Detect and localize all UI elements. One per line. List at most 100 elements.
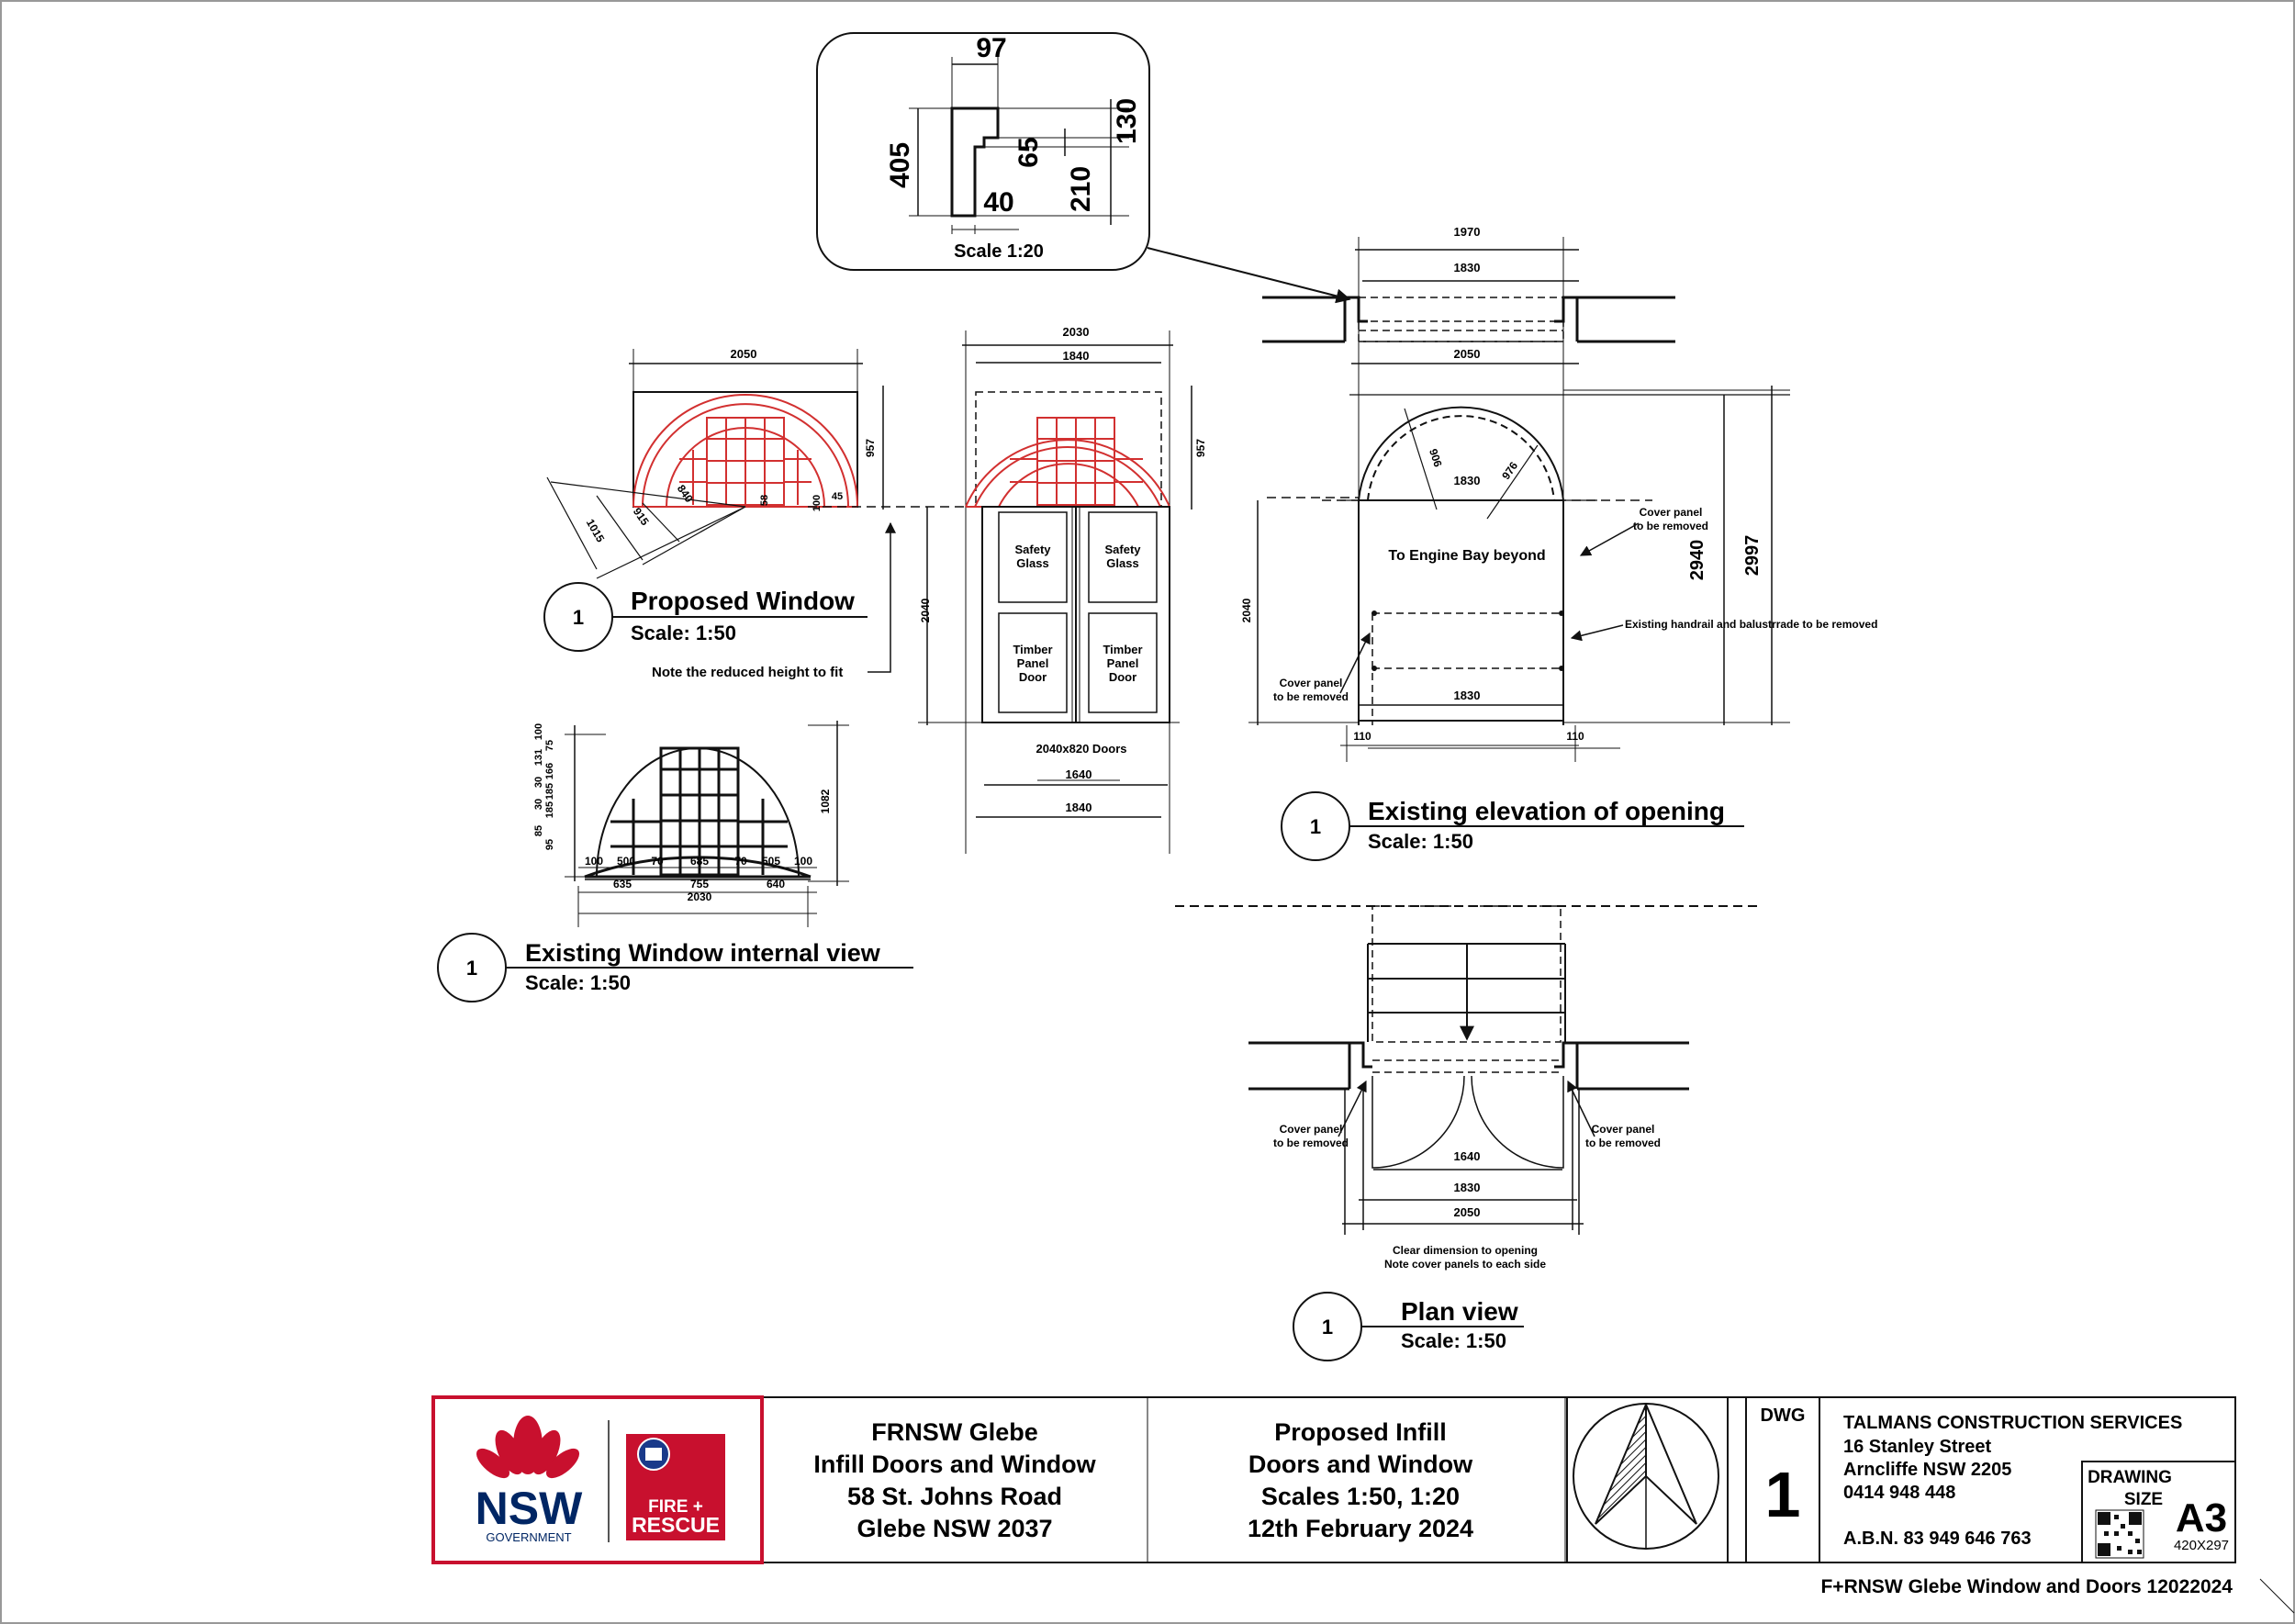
sheet-size: A3 bbox=[2176, 1495, 2227, 1540]
detail-scale: Scale 1:20 bbox=[954, 241, 1044, 262]
existing-left-dim-6: 185 bbox=[544, 801, 555, 818]
proposed-window-scale: Scale: 1:50 bbox=[631, 622, 736, 644]
elev-dim-2050: 2050 bbox=[1454, 347, 1481, 361]
existing-window-title: Existing Window internal view bbox=[525, 939, 881, 967]
proposed-window-drawing: 2050 957 1015 915 840 58 100 45 bbox=[543, 347, 973, 680]
existing-bottom-1-0: 100 bbox=[585, 855, 603, 868]
door-left-upper-label-2: Glass bbox=[1016, 556, 1048, 570]
detail-frame bbox=[816, 32, 1150, 271]
proposed-radius-1: 1015 bbox=[584, 517, 608, 544]
project-line-1: FRNSW Glebe bbox=[871, 1418, 1038, 1446]
plan-view-drawing: 1640 1830 2050 Cover panel to be removed… bbox=[1175, 905, 1763, 1361]
elev-dim-2040: 2040 bbox=[1240, 598, 1253, 622]
nsw-government-label: GOVERNMENT bbox=[486, 1530, 571, 1544]
existing-left-dim-5: 185 bbox=[544, 783, 555, 800]
project-line-3: 58 St. Johns Road bbox=[847, 1483, 1062, 1510]
door-size-label: 2040x820 Doors bbox=[1036, 742, 1126, 756]
sheet-dims: 420X297 bbox=[2174, 1538, 2229, 1553]
plan-cover-left-2: to be removed bbox=[1273, 1137, 1349, 1149]
plan-note-2: Note cover panels to each side bbox=[1384, 1258, 1546, 1271]
door-dim-bottom-2: 1840 bbox=[1066, 801, 1092, 814]
existing-window-drawing: 1082 100 131 75 166 185 185 30 30 95 85 … bbox=[437, 721, 913, 1002]
project-line-4: Glebe NSW 2037 bbox=[856, 1515, 1052, 1542]
proposed-small-dim-2: 100 bbox=[812, 495, 823, 511]
elev-handrail-note: Existing handrail and balustrrade to be … bbox=[1625, 618, 1877, 631]
existing-bottom-1-6: 100 bbox=[794, 855, 812, 868]
elev-dim-1830-low: 1830 bbox=[1454, 689, 1481, 702]
door-left-upper-label-1: Safety bbox=[1014, 543, 1051, 556]
company-abn: A.B.N. 83 949 646 763 bbox=[1843, 1529, 2032, 1549]
existing-left-dim-9: 95 bbox=[544, 839, 555, 850]
elev-dim-1830-mid: 1830 bbox=[1454, 474, 1481, 487]
dwg-label: DWG bbox=[1761, 1406, 1806, 1426]
existing-left-dim-2: 131 bbox=[533, 749, 544, 766]
drawing-line-3: Scales 1:50, 1:20 bbox=[1261, 1483, 1460, 1510]
existing-window-scale: Scale: 1:50 bbox=[525, 971, 631, 994]
proposed-ref-number: 1 bbox=[573, 606, 584, 629]
proposed-small-dim-1: 58 bbox=[759, 495, 770, 506]
elev-dim-2940: 2940 bbox=[1687, 540, 1707, 581]
existing-bottom-1-2: 70 bbox=[651, 855, 664, 868]
elev-cover-left-1: Cover panel bbox=[1280, 677, 1343, 689]
existing-bottom-1-4: 70 bbox=[734, 855, 747, 868]
elev-cover-right-1: Cover panel bbox=[1640, 506, 1703, 519]
elev-dim-2997: 2997 bbox=[1742, 535, 1763, 577]
detail-dim-top: 97 bbox=[976, 33, 1006, 63]
proposed-dim-height: 957 bbox=[864, 439, 877, 457]
existing-window-ref-number: 1 bbox=[466, 957, 477, 980]
elev-dim-1970: 1970 bbox=[1454, 225, 1481, 239]
qr-code-icon bbox=[2095, 1509, 2144, 1559]
existing-bottom-total: 2030 bbox=[688, 890, 712, 903]
detail-dim-bottom: 40 bbox=[983, 187, 1013, 218]
company-suburb: Arncliffe NSW 2205 bbox=[1843, 1460, 2011, 1480]
plan-cover-right-1: Cover panel bbox=[1592, 1123, 1655, 1136]
company-phone: 0414 948 448 bbox=[1843, 1483, 1955, 1503]
elevation-title: Existing elevation of opening bbox=[1368, 797, 1725, 825]
drawing-line-4: 12th February 2024 bbox=[1248, 1515, 1473, 1542]
plan-note-1: Clear dimension to opening bbox=[1393, 1244, 1538, 1257]
existing-bottom-2-0: 635 bbox=[613, 878, 632, 890]
project-line-2: Infill Doors and Window bbox=[813, 1450, 1096, 1478]
elev-dim-110-left: 110 bbox=[1353, 730, 1371, 743]
existing-bottom-1-1: 500 bbox=[617, 855, 635, 868]
detail-dim-right-bottom: 210 bbox=[1066, 166, 1096, 212]
plan-dim-2050: 2050 bbox=[1454, 1205, 1481, 1219]
detail-dim-left: 405 bbox=[885, 142, 915, 188]
detail-dim-right-top: 130 bbox=[1112, 98, 1142, 144]
door-right-lower-label-1: Timber bbox=[1103, 643, 1142, 656]
drawing-line-1: Proposed Infill bbox=[1274, 1418, 1447, 1446]
plan-dim-1640: 1640 bbox=[1454, 1149, 1481, 1163]
detail-leader bbox=[1147, 247, 1351, 304]
proposed-note: Note the reduced height to fit bbox=[652, 665, 843, 680]
existing-bottom-1-3: 685 bbox=[690, 855, 709, 868]
elev-cover-left-2: to be removed bbox=[1273, 690, 1349, 703]
door-elevation: 2030 1840 957 Safety Glass Safety Glass bbox=[918, 325, 1207, 854]
plan-cover-right-2: to be removed bbox=[1585, 1137, 1661, 1149]
existing-elevation-drawing: 1970 1830 2050 906 976 1830 To Engine Ba… bbox=[1240, 225, 1877, 861]
fire-crest-icon bbox=[637, 1438, 670, 1471]
drawing-size-label-1: DRAWING bbox=[2088, 1468, 2172, 1487]
door-dim-inner: 1840 bbox=[1063, 349, 1090, 363]
proposed-window-title: Proposed Window bbox=[631, 587, 855, 615]
existing-left-dim-10: 85 bbox=[533, 825, 544, 836]
existing-bottom-2-2: 640 bbox=[767, 878, 785, 890]
existing-left-dim-7: 30 bbox=[533, 777, 544, 788]
existing-bottom-1-5: 505 bbox=[762, 855, 780, 868]
elev-dim-1830-top: 1830 bbox=[1454, 261, 1481, 274]
existing-left-dim-1: 100 bbox=[533, 723, 544, 740]
nsw-wordmark: NSW bbox=[476, 1483, 583, 1534]
door-left-lower-label-3: Door bbox=[1019, 670, 1047, 684]
door-right-upper-label-2: Glass bbox=[1106, 556, 1138, 570]
fire-rescue-label-1: FIRE + bbox=[648, 1497, 703, 1517]
door-left-lower-label-2: Panel bbox=[1017, 656, 1049, 670]
drawing-size-label-2: SIZE bbox=[2124, 1490, 2163, 1509]
drawing-line-2: Doors and Window bbox=[1248, 1450, 1473, 1478]
door-right-lower-label-2: Panel bbox=[1107, 656, 1139, 670]
proposed-small-dim-3: 45 bbox=[832, 491, 843, 502]
elev-engine-bay: To Engine Bay beyond bbox=[1388, 548, 1545, 564]
door-dim-outer: 2030 bbox=[1063, 325, 1090, 339]
existing-bottom-2-1: 755 bbox=[690, 878, 709, 890]
door-dim-height-top: 957 bbox=[1194, 439, 1207, 457]
